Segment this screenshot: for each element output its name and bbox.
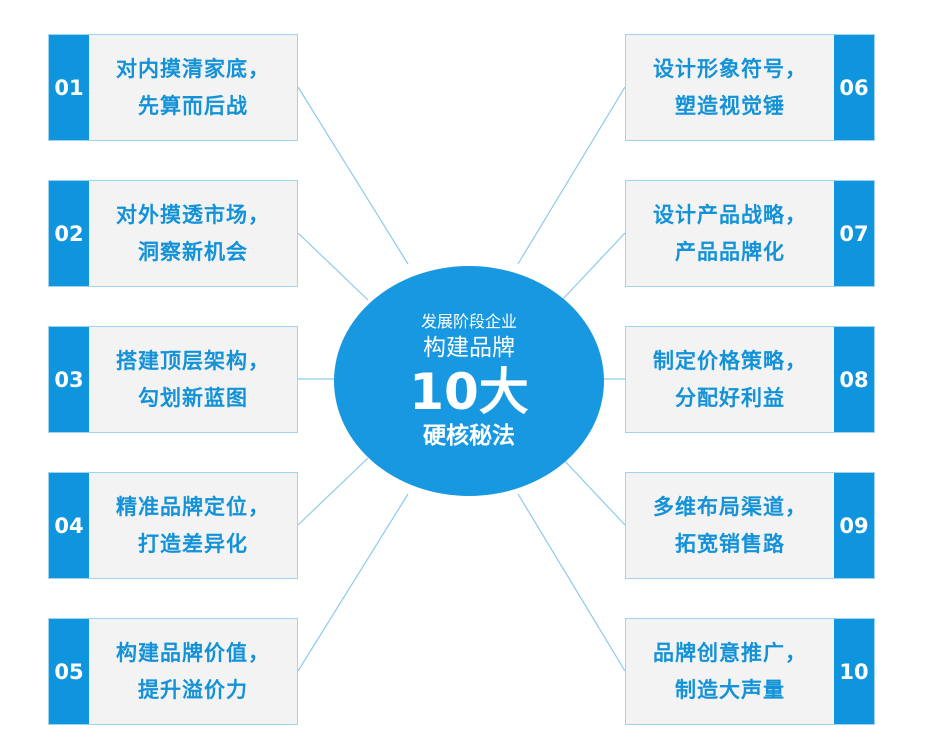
connector-05 — [297, 493, 409, 672]
method-box-09: 09 多维布局渠道， 拓宽销售路 — [625, 472, 875, 579]
method-line-1: 对内摸清家底， — [116, 56, 270, 81]
method-number: 02 — [49, 181, 89, 286]
method-number: 06 — [834, 35, 874, 140]
method-number: 03 — [49, 327, 89, 432]
method-text: 多维布局渠道， 拓宽销售路 — [626, 473, 834, 578]
method-line-2: 提升溢价力 — [138, 677, 248, 702]
hub-big-number: 10大 — [409, 363, 529, 421]
method-number: 08 — [834, 327, 874, 432]
method-line-1: 构建品牌价值， — [116, 640, 270, 665]
method-text: 精准品牌定位， 打造差异化 — [89, 473, 297, 578]
method-line-1: 品牌创意推广， — [653, 640, 807, 665]
center-hub: 发展阶段企业 构建品牌 10大 硬核秘法 — [334, 266, 604, 496]
method-box-04: 04 精准品牌定位， 打造差异化 — [48, 472, 298, 579]
method-text: 设计形象符号， 塑造视觉锤 — [626, 35, 834, 140]
method-text: 对外摸透市场， 洞察新机会 — [89, 181, 297, 286]
hub-heading: 构建品牌 — [423, 335, 515, 361]
method-number: 04 — [49, 473, 89, 578]
method-box-08: 08 制定价格策略， 分配好利益 — [625, 326, 875, 433]
method-text: 设计产品战略， 产品品牌化 — [626, 181, 834, 286]
method-line-1: 多维布局渠道， — [653, 494, 807, 519]
method-text: 对内摸清家底， 先算而后战 — [89, 35, 297, 140]
method-number: 09 — [834, 473, 874, 578]
method-number: 01 — [49, 35, 89, 140]
method-number: 07 — [834, 181, 874, 286]
method-line-2: 制造大声量 — [675, 677, 785, 702]
method-line-1: 搭建顶层架构， — [116, 348, 270, 373]
method-box-10: 10 品牌创意推广， 制造大声量 — [625, 618, 875, 725]
method-box-05: 05 构建品牌价值， 提升溢价力 — [48, 618, 298, 725]
connector-07 — [561, 232, 626, 301]
connector-10 — [517, 493, 626, 672]
method-line-2: 塑造视觉锤 — [675, 93, 785, 118]
method-box-02: 02 对外摸透市场， 洞察新机会 — [48, 180, 298, 287]
connector-04 — [297, 457, 369, 526]
connector-01 — [297, 86, 409, 265]
method-text: 构建品牌价值， 提升溢价力 — [89, 619, 297, 724]
method-box-03: 03 搭建顶层架构， 勾划新蓝图 — [48, 326, 298, 433]
method-box-01: 01 对内摸清家底， 先算而后战 — [48, 34, 298, 141]
method-line-1: 对外摸透市场， — [116, 202, 270, 227]
method-line-2: 分配好利益 — [675, 385, 785, 410]
hub-tagline: 硬核秘法 — [423, 423, 515, 449]
method-line-2: 拓宽销售路 — [675, 531, 785, 556]
method-box-07: 07 设计产品战略， 产品品牌化 — [625, 180, 875, 287]
method-line-1: 制定价格策略， — [653, 348, 807, 373]
method-text: 搭建顶层架构， 勾划新蓝图 — [89, 327, 297, 432]
method-box-06: 06 设计形象符号， 塑造视觉锤 — [625, 34, 875, 141]
connector-02 — [297, 232, 369, 301]
method-line-2: 勾划新蓝图 — [138, 385, 248, 410]
connector-06 — [517, 86, 626, 265]
hub-subtitle: 发展阶段企业 — [420, 312, 517, 331]
method-line-1: 精准品牌定位， — [116, 494, 270, 519]
method-number: 05 — [49, 619, 89, 724]
method-line-2: 产品品牌化 — [675, 239, 785, 264]
method-line-1: 设计产品战略， — [653, 202, 807, 227]
method-line-2: 洞察新机会 — [138, 239, 248, 264]
method-line-2: 打造差异化 — [138, 531, 248, 556]
connector-09 — [561, 457, 626, 526]
method-text: 制定价格策略， 分配好利益 — [626, 327, 834, 432]
method-text: 品牌创意推广， 制造大声量 — [626, 619, 834, 724]
method-number: 10 — [834, 619, 874, 724]
method-line-2: 先算而后战 — [138, 93, 248, 118]
method-line-1: 设计形象符号， — [653, 56, 807, 81]
